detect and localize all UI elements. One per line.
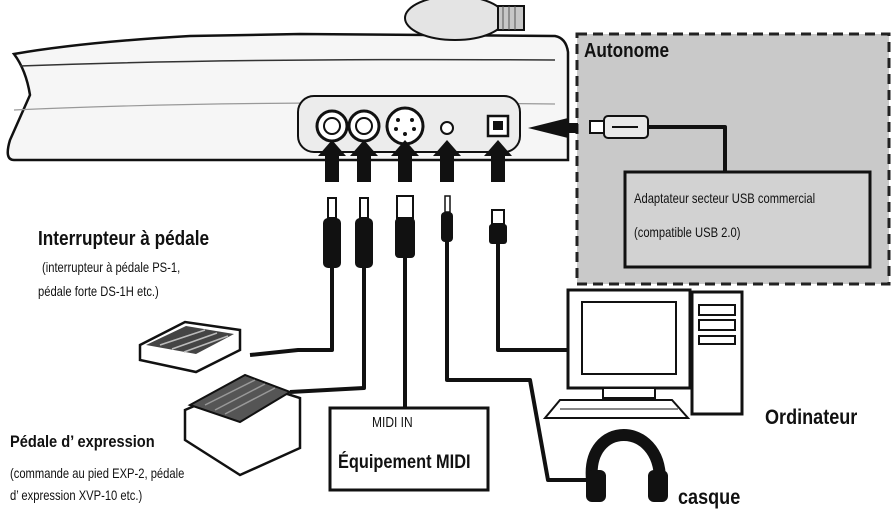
midi-plug-icon xyxy=(395,195,415,258)
adapter-line1: Adaptateur secteur USB commercial xyxy=(634,190,816,206)
midi-device-box xyxy=(328,406,490,492)
knob-icon xyxy=(404,0,506,41)
panel-jacks xyxy=(315,106,510,146)
expression-title: Pédale d’ expression xyxy=(10,432,155,451)
usb-plug-icon xyxy=(489,209,507,244)
instrument-body xyxy=(6,0,570,162)
standalone-title: Autonome xyxy=(584,40,670,62)
midi-device-label: Équipement MIDI xyxy=(338,452,471,473)
expression-pedal-icon xyxy=(183,373,302,477)
footswitch-desc-line2: pédale forte DS-1H etc.) xyxy=(38,283,159,299)
adapter-arrow xyxy=(528,118,578,138)
computer-icon xyxy=(542,288,744,419)
expression-desc-line2: d’ expression XVP-10 etc.) xyxy=(10,487,143,503)
midi-port-label: MIDI IN xyxy=(372,414,413,431)
adapter-line2: (compatible USB 2.0) xyxy=(634,224,741,240)
up-arrows xyxy=(318,140,512,182)
usb-cable-plug-icon xyxy=(589,115,649,139)
adapter-box xyxy=(623,170,872,269)
footswitch-icon xyxy=(138,320,242,374)
cables xyxy=(249,125,727,482)
footswitch-desc-line1: (interrupteur à pédale PS-1, xyxy=(42,259,181,275)
jack-plug-icon xyxy=(323,197,373,268)
headphones-label: casque xyxy=(678,486,741,509)
footswitch-title: Interrupteur à pédale xyxy=(38,228,210,250)
mini-jack-icon xyxy=(441,195,453,242)
computer-label: Ordinateur xyxy=(765,406,858,429)
expression-desc-line1: (commande au pied EXP-2, pédale xyxy=(10,465,185,481)
headphones-icon xyxy=(585,429,668,502)
